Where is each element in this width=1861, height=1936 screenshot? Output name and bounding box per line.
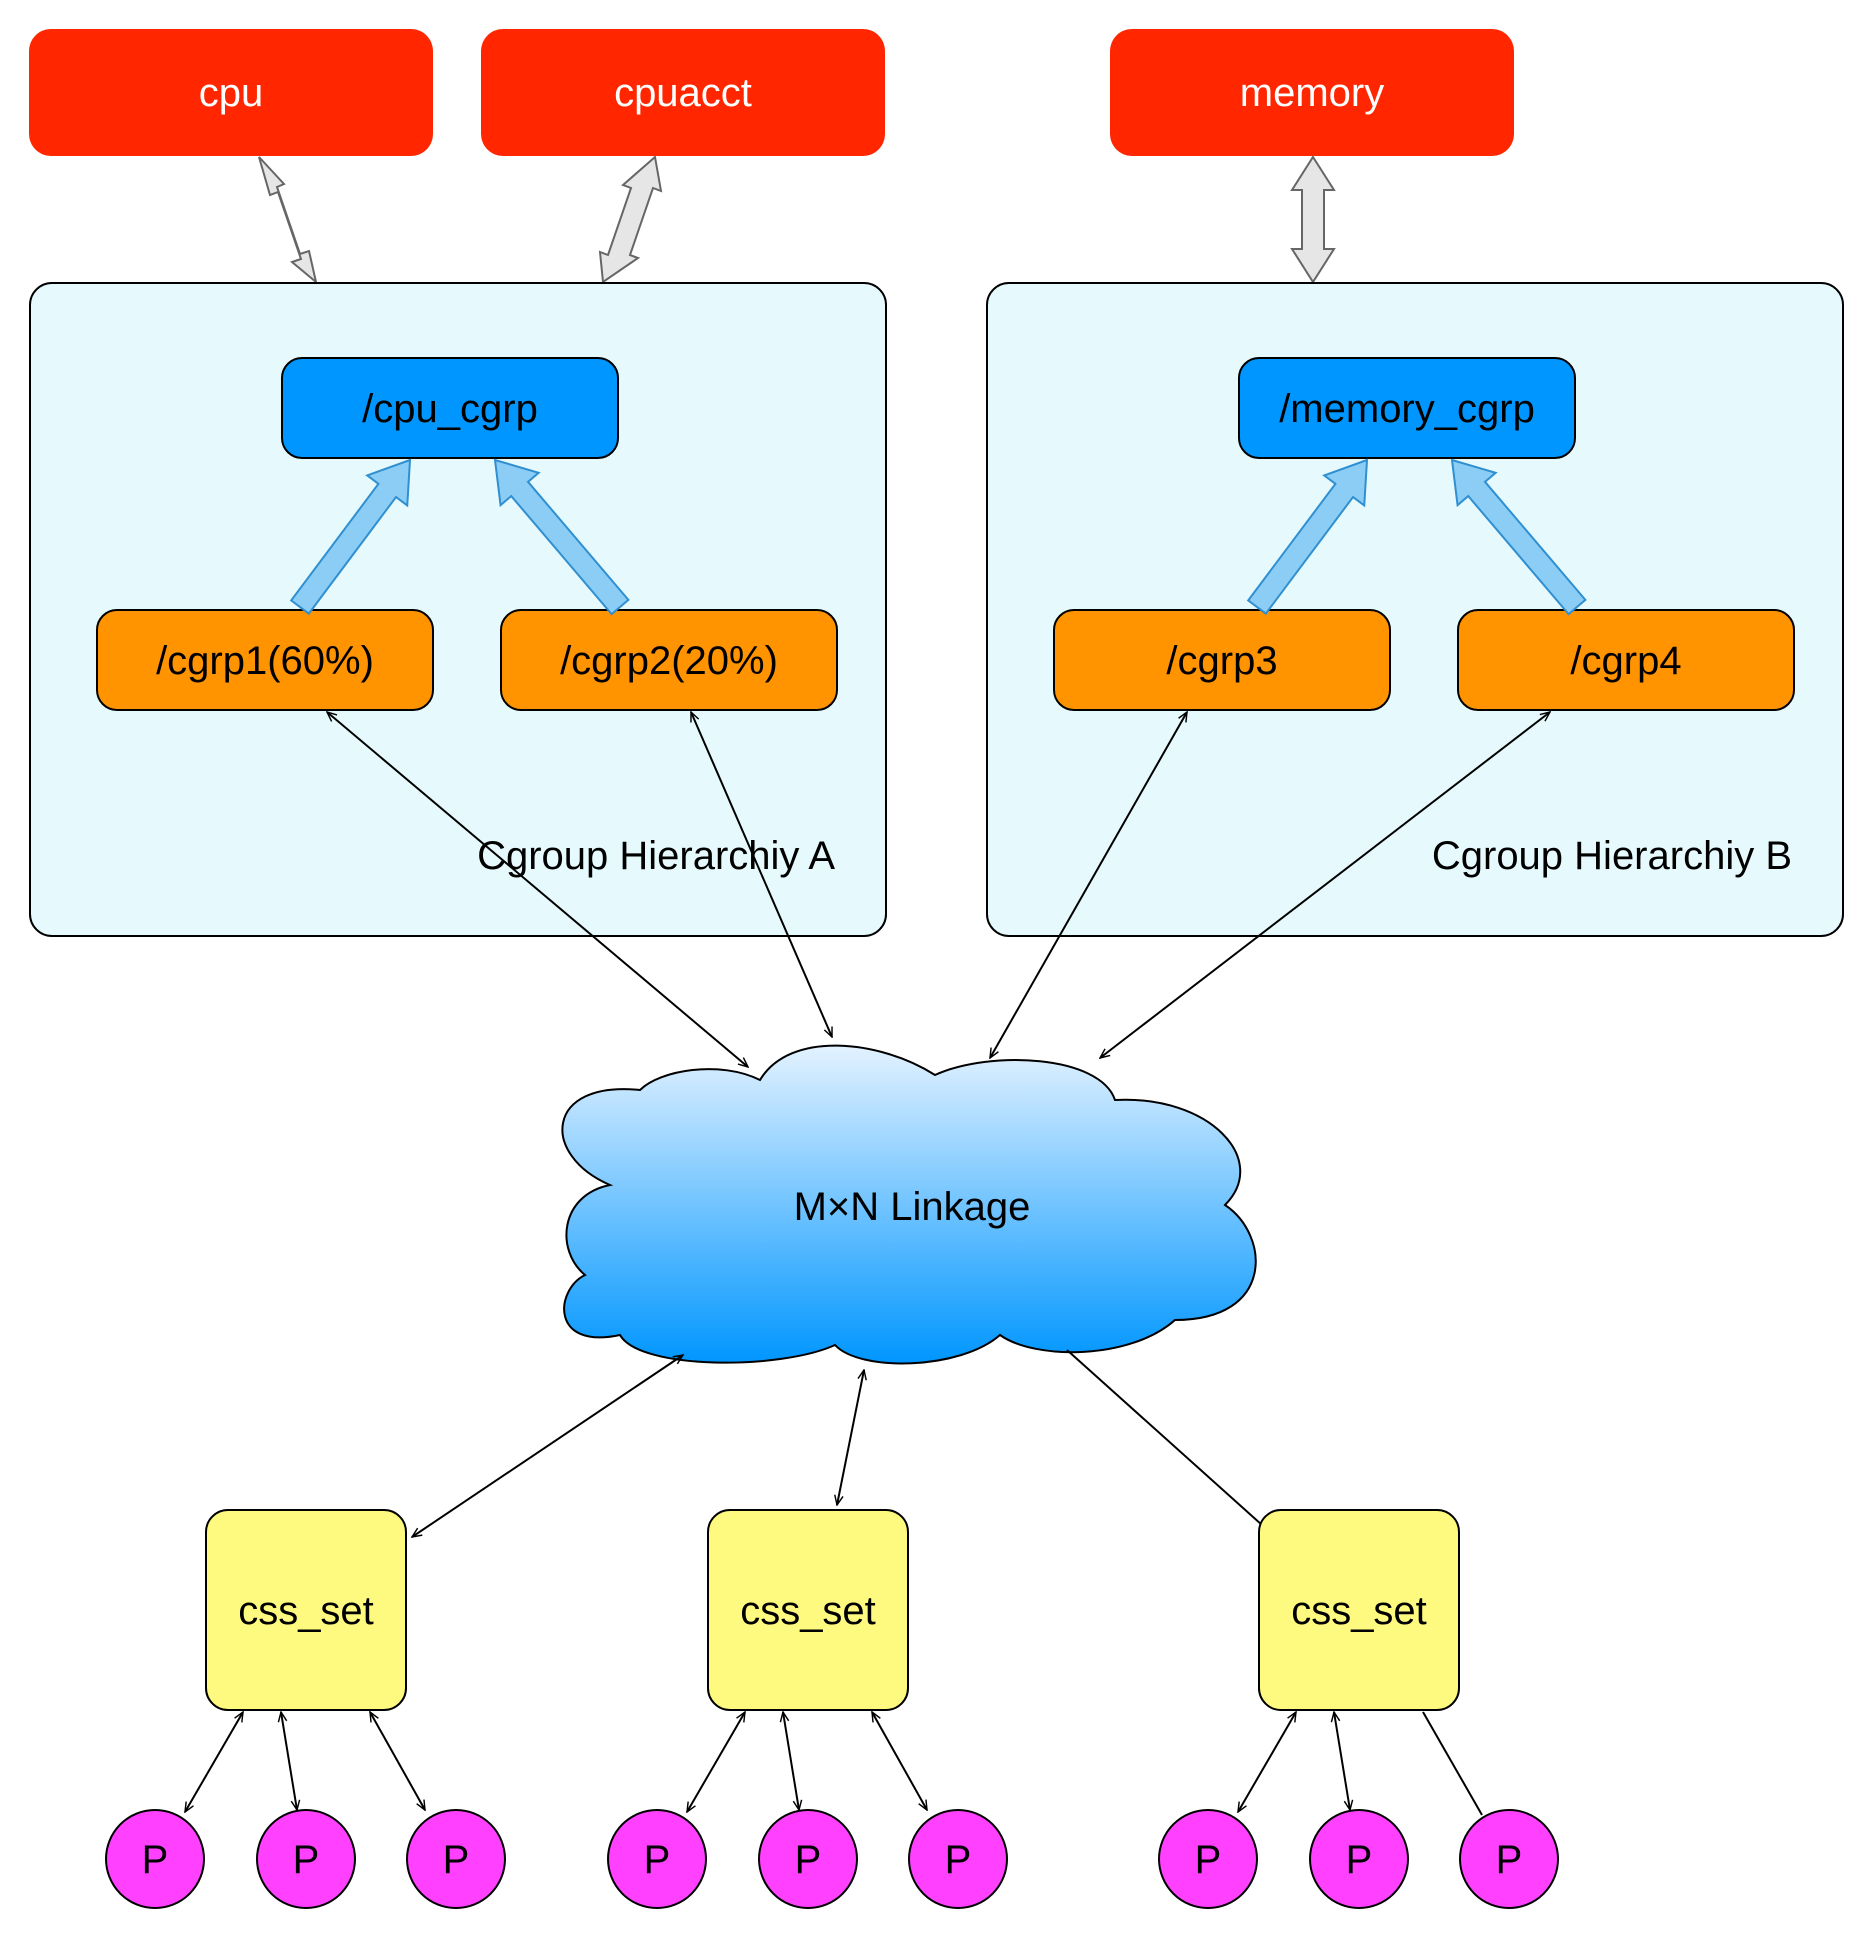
cpuacct-attach-arrow — [598, 155, 663, 284]
css-set-2-label: css_set — [740, 1589, 876, 1633]
process-label: P — [1195, 1838, 1222, 1882]
process-label: P — [795, 1838, 822, 1882]
subsystem-cpu-label: cpu — [199, 71, 264, 115]
process: P — [406, 1809, 506, 1909]
subsystem-cpuacct-label: cpuacct — [614, 71, 752, 115]
hierarchy-a-child-2-label: /cgrp2(20%) — [560, 639, 778, 683]
process: P — [758, 1809, 858, 1909]
connector-line — [687, 1712, 745, 1812]
process-label: P — [1496, 1838, 1523, 1882]
process-list-2: P P P — [607, 1809, 1008, 1909]
inheritance-arrow — [1450, 458, 1587, 616]
process-list-3: P P P — [1158, 1809, 1559, 1909]
hierarchy-b-child-2: /cgrp4 — [1457, 609, 1795, 711]
hierarchy-a-child-1: /cgrp1(60%) — [96, 609, 434, 711]
hierarchy-b-child-1-label: /cgrp3 — [1166, 639, 1277, 683]
connector-line — [281, 1712, 297, 1810]
css-set-1-label: css_set — [238, 1589, 374, 1633]
subsystem-memory-label: memory — [1240, 71, 1384, 115]
inheritance-arrow — [493, 458, 630, 616]
connector-line — [185, 1712, 243, 1812]
process-list-1: P P P — [105, 1809, 506, 1909]
process-label: P — [293, 1838, 320, 1882]
hierarchy-b-root-label: /memory_cgrp — [1279, 387, 1535, 431]
process: P — [1309, 1809, 1409, 1909]
inheritance-arrow — [1246, 458, 1369, 615]
subsystem-cpuacct: cpuacct — [481, 29, 885, 156]
process-label: P — [644, 1838, 671, 1882]
connector-line — [837, 1370, 864, 1505]
hierarchy-a-child-1-label: /cgrp1(60%) — [156, 639, 374, 683]
connector-line — [327, 712, 748, 1067]
linkage-label: M×N Linkage — [794, 1185, 1031, 1229]
connector-line — [872, 1712, 927, 1810]
hierarchy-a-root-label: /cpu_cgrp — [362, 387, 538, 431]
connector-line — [783, 1712, 799, 1810]
css-set-1: css_set — [205, 1509, 407, 1711]
connector-line — [1238, 1712, 1296, 1812]
connectors — [185, 712, 1550, 1816]
subsystem-attach-arrows — [258, 155, 1336, 285]
subsystem-memory: memory — [1110, 29, 1514, 156]
hierarchy-b-label: Cgroup Hierarchiy B — [1432, 834, 1792, 878]
connector-line — [1422, 1711, 1483, 1816]
hierarchy-b-child-1: /cgrp3 — [1053, 609, 1391, 711]
connector-line — [370, 1712, 425, 1810]
connector-line — [1066, 1349, 1263, 1526]
process-label: P — [142, 1838, 169, 1882]
process: P — [1158, 1809, 1258, 1909]
css-set-3-label: css_set — [1291, 1589, 1427, 1633]
process: P — [256, 1809, 356, 1909]
process: P — [105, 1809, 205, 1909]
css-set-2: css_set — [707, 1509, 909, 1711]
process-label: P — [1346, 1838, 1373, 1882]
connector-line — [690, 712, 833, 1037]
hierarchy-a-label: Cgroup Hierarchiy A — [477, 834, 835, 878]
linkage-cloud: M×N Linkage — [561, 1044, 1257, 1365]
process: P — [1459, 1809, 1559, 1909]
process: P — [908, 1809, 1008, 1909]
hierarchy-a-child-2: /cgrp2(20%) — [500, 609, 838, 711]
cpu-attach-arrow — [258, 156, 318, 285]
hierarchy-b-root: /memory_cgrp — [1238, 357, 1576, 459]
hierarchy-a: /cpu_cgrp /cgrp1(60%) /cgrp2(20%) Cgroup… — [29, 282, 887, 937]
memory-attach-arrow — [1290, 155, 1336, 284]
connector-line — [1334, 1712, 1350, 1810]
subsystem-cpu: cpu — [29, 29, 433, 156]
inheritance-arrows — [289, 458, 1587, 616]
inheritance-arrow — [289, 458, 412, 615]
hierarchy-a-root: /cpu_cgrp — [281, 357, 619, 459]
connector-line — [412, 1355, 683, 1537]
process-label: P — [945, 1838, 972, 1882]
process: P — [607, 1809, 707, 1909]
hierarchy-b-child-2-label: /cgrp4 — [1570, 639, 1681, 683]
connector-line — [1100, 712, 1550, 1058]
css-set-3: css_set — [1258, 1509, 1460, 1711]
process-label: P — [443, 1838, 470, 1882]
